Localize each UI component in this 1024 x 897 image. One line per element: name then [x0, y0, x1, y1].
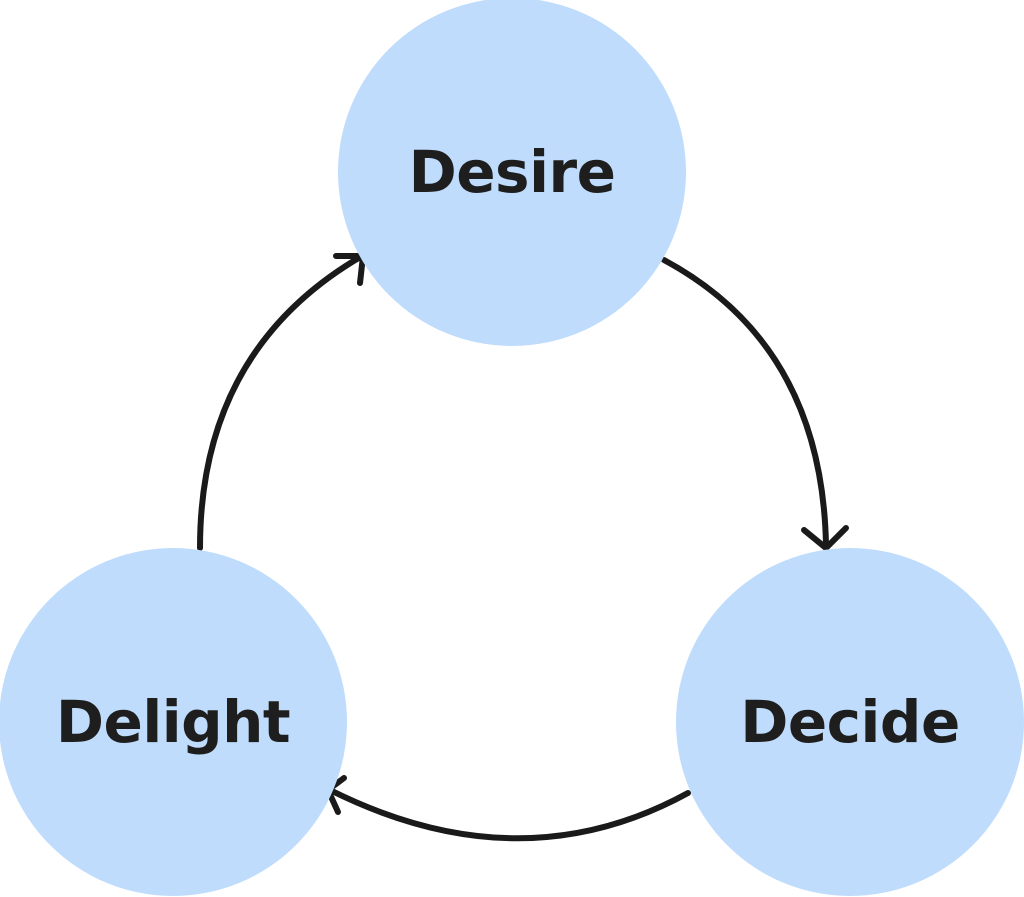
node-desire-circle	[338, 0, 686, 346]
arrow-decide-to-delight	[325, 775, 691, 842]
node-decide-label: Decide	[740, 688, 960, 756]
node-desire-label: Desire	[409, 138, 616, 206]
node-delight: Delight	[0, 548, 347, 896]
node-decide-circle	[676, 548, 1024, 896]
node-desire: Desire	[338, 0, 686, 346]
node-delight-label: Delight	[56, 688, 290, 756]
node-decide: Decide	[676, 548, 1024, 896]
arrow-delight-to-desire	[197, 253, 366, 551]
arrow-desire-to-decide	[661, 257, 849, 551]
node-delight-circle	[0, 548, 347, 896]
